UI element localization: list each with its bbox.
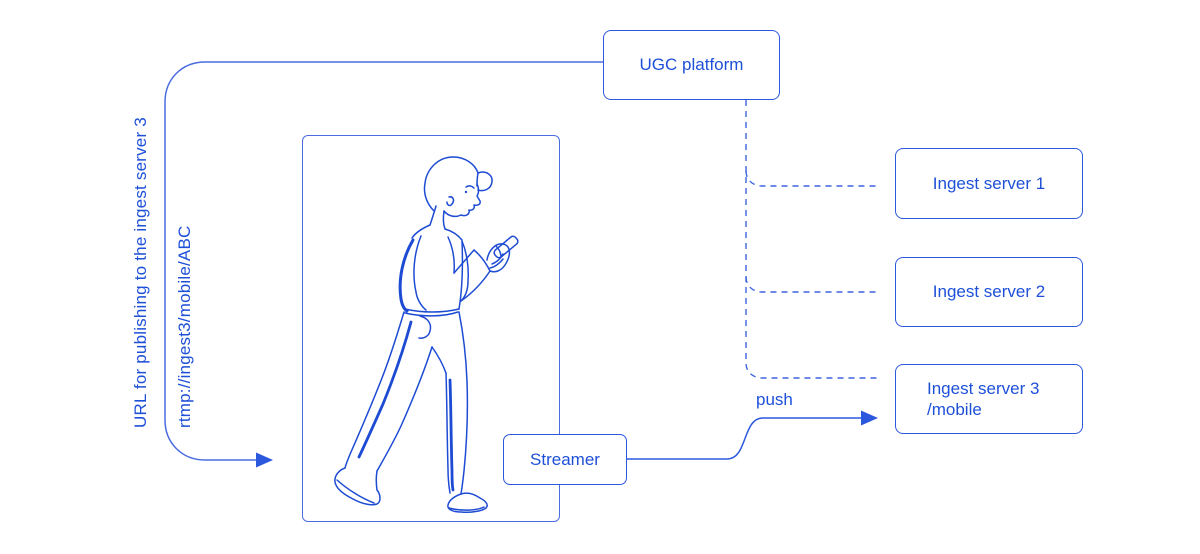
ugc-platform-label: UGC platform [639, 55, 744, 75]
url-caption-label: URL for publishing to the ingest server … [131, 117, 150, 428]
dashed-distribution-lines [745, 100, 879, 379]
url-connector-line [164, 61, 603, 461]
ingest-server-2-label: Ingest server 2 [932, 282, 1046, 302]
ingest-server-3-node: Ingest server 3 /mobile [895, 364, 1083, 434]
streamer-node: Streamer [503, 434, 627, 485]
streamer-illustration-frame [302, 135, 560, 522]
ingest-server-1-node: Ingest server 1 [895, 148, 1083, 219]
arrow-head-icon [256, 452, 273, 468]
ingest-server-2-node: Ingest server 2 [895, 257, 1083, 327]
ingest-server-3-label: Ingest server 3 [927, 378, 1040, 398]
ingest-server-1-label: Ingest server 1 [932, 173, 1046, 193]
ugc-platform-node: UGC platform [603, 30, 780, 100]
ingest-server-3-sublabel: /mobile [927, 400, 982, 419]
arrow-head-icon [861, 410, 878, 426]
rtmp-url-label: rtmp://ingest3/mobile/ABC [175, 225, 194, 428]
push-label: push [756, 390, 793, 409]
streamer-label: Streamer [530, 449, 600, 469]
walking-person-phone-illustration [334, 156, 519, 513]
push-arrow-line [627, 417, 862, 460]
